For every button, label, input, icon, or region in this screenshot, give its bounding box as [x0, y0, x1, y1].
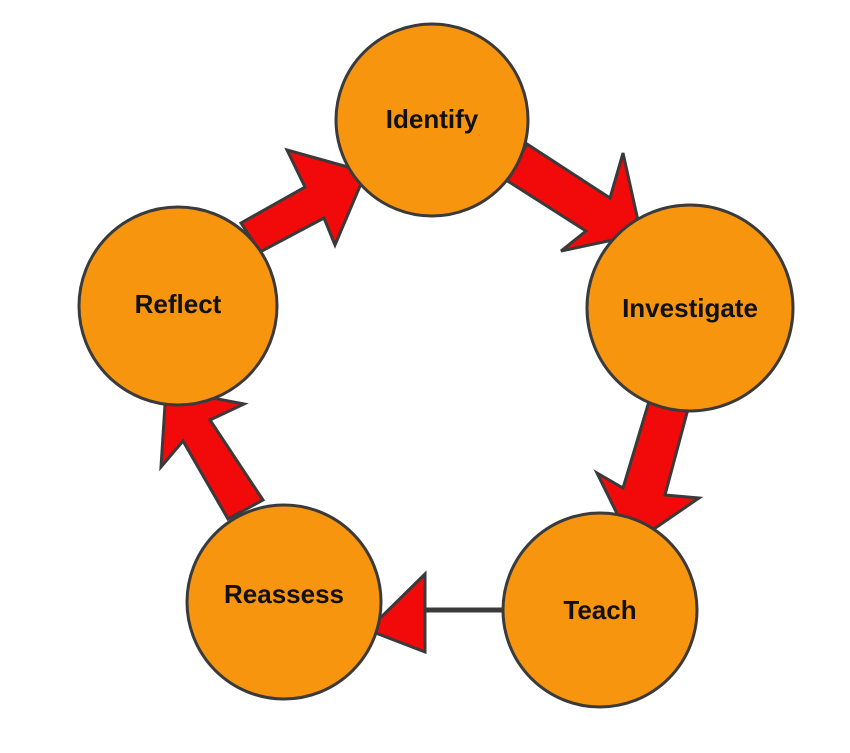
cycle-nodes: Identify Investigate Teach Reassess Refl… [77, 22, 795, 709]
node-teach: Teach [501, 511, 699, 709]
node-investigate: Investigate [585, 203, 795, 413]
node-label-teach: Teach [563, 595, 636, 625]
arrow-reflect-to-identify [238, 147, 369, 254]
node-circle-identify [334, 22, 530, 218]
arrow-identify-to-investigate [503, 141, 643, 253]
arrow-investigate-to-teach [593, 396, 704, 547]
arrow-teach-to-reassess [365, 570, 509, 655]
node-reassess: Reassess [185, 503, 383, 701]
node-circle-investigate [585, 203, 795, 413]
cycle-arrows [159, 141, 704, 655]
node-reflect: Reflect [77, 205, 279, 407]
node-circle-reassess [185, 503, 383, 701]
node-label-reflect: Reflect [135, 289, 222, 319]
node-circle-reflect [77, 205, 279, 407]
node-label-investigate: Investigate [622, 293, 758, 323]
node-circle-teach [501, 511, 699, 709]
node-identify: Identify [334, 22, 530, 218]
arrow-reassess-to-reflect [159, 387, 266, 522]
node-label-reassess: Reassess [224, 579, 344, 609]
node-label-identify: Identify [386, 104, 479, 134]
